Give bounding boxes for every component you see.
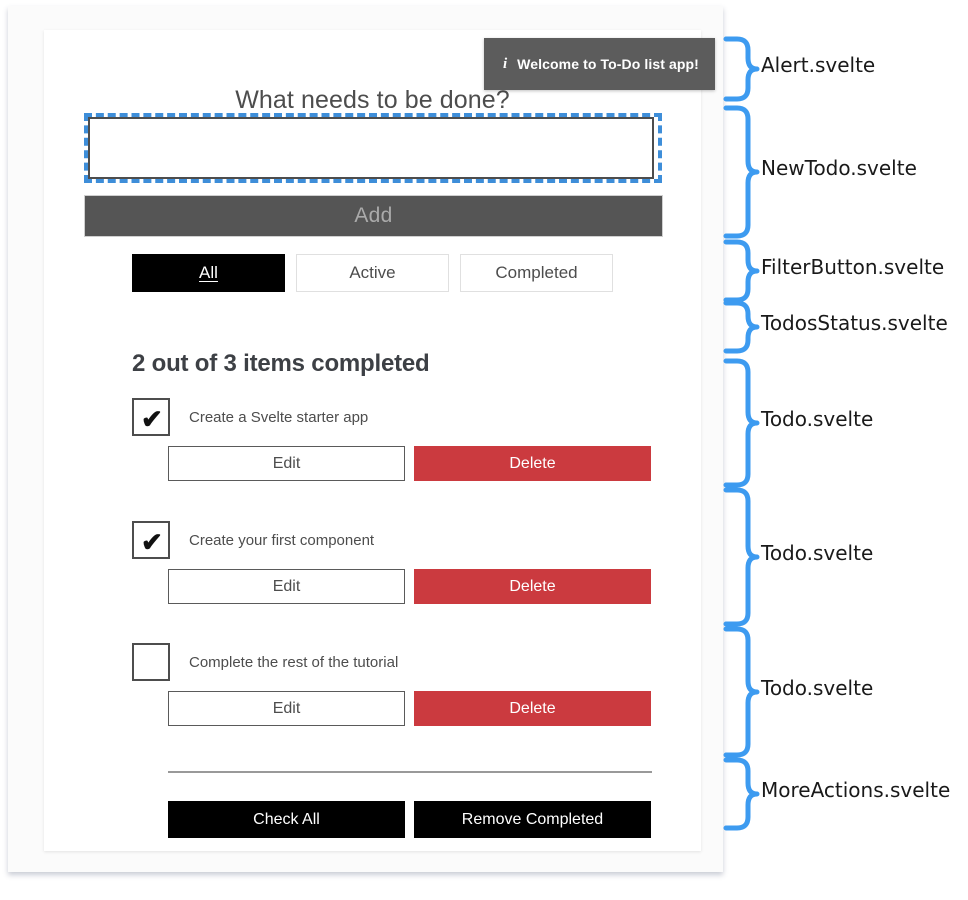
curly-brace-icon: [723, 757, 760, 831]
todo-app-card: What needs to be done? Add All Active Co…: [44, 30, 701, 851]
todo-item: ✔ Create a Svelte starter app Edit Delet…: [132, 396, 652, 481]
edit-button[interactable]: Edit: [168, 569, 405, 604]
page-title: What needs to be done?: [235, 86, 510, 114]
todo-checkbox[interactable]: [132, 643, 170, 681]
delete-button[interactable]: Delete: [414, 446, 651, 481]
add-todo-button[interactable]: Add: [84, 195, 663, 237]
curly-brace-icon: [723, 239, 760, 303]
annotation-label: NewTodo.svelte: [761, 156, 917, 180]
annotation-label: Alert.svelte: [761, 53, 876, 77]
section-divider: [168, 771, 652, 773]
todo-action-row: Edit Delete: [168, 569, 652, 604]
annotation-label: TodosStatus.svelte: [761, 311, 948, 335]
filter-button-group: All Active Completed: [132, 254, 613, 292]
filter-button-active[interactable]: Active: [296, 254, 449, 292]
todo-item: Complete the rest of the tutorial Edit D…: [132, 641, 652, 726]
annotation-label: MoreActions.svelte: [761, 778, 951, 802]
curly-brace-icon: [723, 626, 760, 758]
check-icon: ✔: [141, 527, 163, 557]
alert-message: Welcome to To-Do list app!: [517, 56, 699, 72]
curly-brace-icon: [723, 105, 760, 239]
remove-completed-button[interactable]: Remove Completed: [414, 801, 651, 838]
filter-button-completed[interactable]: Completed: [460, 254, 613, 292]
todo-label: Complete the rest of the tutorial: [189, 653, 399, 671]
todo-label: Create a Svelte starter app: [189, 408, 369, 426]
check-all-button[interactable]: Check All: [168, 801, 405, 838]
alert-toast[interactable]: i Welcome to To-Do list app!: [484, 38, 715, 90]
new-todo-input[interactable]: [88, 117, 654, 179]
todo-header-row: Complete the rest of the tutorial: [132, 641, 652, 683]
edit-button[interactable]: Edit: [168, 446, 405, 481]
todo-header-row: ✔ Create your first component: [132, 519, 652, 561]
todo-header-row: ✔ Create a Svelte starter app: [132, 396, 652, 438]
delete-button[interactable]: Delete: [414, 691, 651, 726]
annotation-label: Todo.svelte: [761, 407, 874, 431]
annotation-label: Todo.svelte: [761, 541, 874, 565]
edit-button[interactable]: Edit: [168, 691, 405, 726]
todo-checkbox[interactable]: ✔: [132, 521, 170, 559]
annotation-label: Todo.svelte: [761, 676, 874, 700]
curly-brace-icon: [723, 300, 760, 354]
todo-checkbox[interactable]: ✔: [132, 398, 170, 436]
todo-action-row: Edit Delete: [168, 691, 652, 726]
info-icon: i: [503, 55, 508, 72]
curly-brace-icon: [723, 487, 760, 627]
todo-action-row: Edit Delete: [168, 446, 652, 481]
check-icon: ✔: [141, 404, 163, 434]
more-actions-group: Check All Remove Completed: [168, 801, 651, 838]
browser-panel: What needs to be done? Add All Active Co…: [8, 6, 723, 872]
curly-brace-icon: [723, 358, 760, 488]
todo-label: Create your first component: [189, 531, 375, 549]
delete-button[interactable]: Delete: [414, 569, 651, 604]
annotation-label: FilterButton.svelte: [761, 255, 945, 279]
todos-status-heading: 2 out of 3 items completed: [132, 349, 430, 377]
curly-brace-icon: [723, 36, 760, 102]
filter-button-all[interactable]: All: [132, 254, 285, 292]
new-todo-field-wrapper: [84, 113, 662, 191]
todo-item: ✔ Create your first component Edit Delet…: [132, 519, 652, 604]
